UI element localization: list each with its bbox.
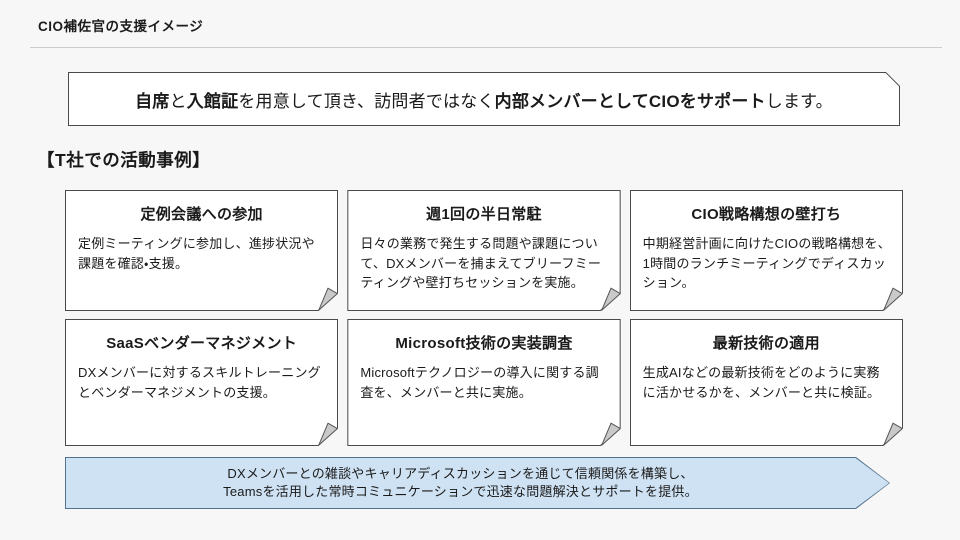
card-fill: [348, 191, 619, 310]
intro-banner-text: 自席と入館証を用意して頂き、訪問者ではなく内部メンバーとしてCIOをサポートしま…: [135, 91, 833, 111]
activity-card-latest-tech: 最新技術の適用 生成AIなどの最新技術をどのように実務に活かせるかを、メンバーと…: [630, 319, 903, 446]
arrow-banner-line-1: DXメンバーとの雑談やキャリアディスカッションを通じて信頼関係を構築し、: [227, 465, 694, 481]
intro-banner: 自席と入館証を用意して頂き、訪問者ではなく内部メンバーとしてCIOをサポートしま…: [68, 72, 900, 126]
card-title: 定例会議への参加: [140, 206, 263, 223]
title-divider: [30, 47, 942, 48]
activity-card-regular-meetings: 定例会議への参加 定例ミーティングに参加し、進捗状況や課題を確認・支援。: [65, 190, 338, 311]
card-title: 最新技術の適用: [712, 335, 820, 352]
card-body: Microsoftテクノロジーの導入に関する調査を、メンバーと共に実施。: [360, 365, 599, 400]
activity-card-saas-vendor: SaaSベンダーマネジメント DXメンバーに対するスキルトレーニングとベンダーマ…: [65, 319, 338, 446]
card-title: 週1回の半日常駐: [426, 206, 542, 223]
card-body: 定例ミーティングに参加し、進捗状況や課題を確認・支援。: [78, 236, 315, 271]
folded-corner-icon: [318, 287, 339, 311]
card-body: DXメンバーに対するスキルトレーニングとベンダーマネジメントの支援。: [78, 365, 321, 400]
arrow-banner-text: DXメンバーとの雑談やキャリアディスカッションを通じて信頼関係を構築し、 Tea…: [65, 457, 890, 509]
card-title: SaaSベンダーマネジメント: [106, 335, 298, 352]
folded-corner-icon: [883, 287, 903, 311]
card-body: 日々の業務で発生する問題や課題について、DXメンバーを捕まえてブリーフミーティン…: [360, 236, 602, 290]
card-fill: [631, 191, 902, 310]
card-fill: [631, 320, 902, 445]
card-title: CIO戦略構想の壁打ち: [691, 206, 842, 223]
activity-card-cio-strategy: CIO戦略構想の壁打ち 中期経営計画に向けたCIOの戦略構想を、1時間のランチミ…: [630, 190, 903, 311]
card-fill: [348, 320, 619, 445]
card-fill: [66, 191, 337, 310]
card-fill: [66, 320, 337, 445]
activity-cards-grid: 定例会議への参加 定例ミーティングに参加し、進捗状況や課題を確認・支援。 週1回…: [65, 190, 903, 446]
activity-card-microsoft-research: Microsoft技術の実装調査 Microsoftテクノロジーの導入に関する調…: [347, 319, 620, 446]
page-title: CIO補佐官の支援イメージ: [38, 19, 204, 34]
activity-card-weekly-halfday: 週1回の半日常駐 日々の業務で発生する問題や課題について、DXメンバーを捕まえて…: [347, 190, 620, 311]
card-body: 生成AIなどの最新技術をどのように実務に活かせるかを、メンバーと共に検証。: [642, 365, 881, 400]
folded-corner-icon: [883, 422, 903, 446]
arrow-banner-line-2: Teamsを活用した常時コミュニケーションで迅速な問題解決とサポートを提供。: [223, 484, 698, 499]
intro-banner-fill: [69, 73, 899, 125]
card-body: 中期経営計画に向けたCIOの戦略構想を、1時間のランチミーティングでディスカッシ…: [642, 236, 891, 290]
folded-corner-icon: [600, 422, 621, 446]
card-title: Microsoft技術の実装調査: [395, 335, 573, 352]
summary-arrow-banner: DXメンバーとの雑談やキャリアディスカッションを通じて信頼関係を構築し、 Tea…: [65, 457, 890, 509]
folded-corner-icon: [600, 287, 621, 311]
section-heading: 【T社での活動事例】: [37, 150, 211, 170]
arrow-banner-fill: [66, 458, 889, 508]
folded-corner-icon: [318, 422, 339, 446]
